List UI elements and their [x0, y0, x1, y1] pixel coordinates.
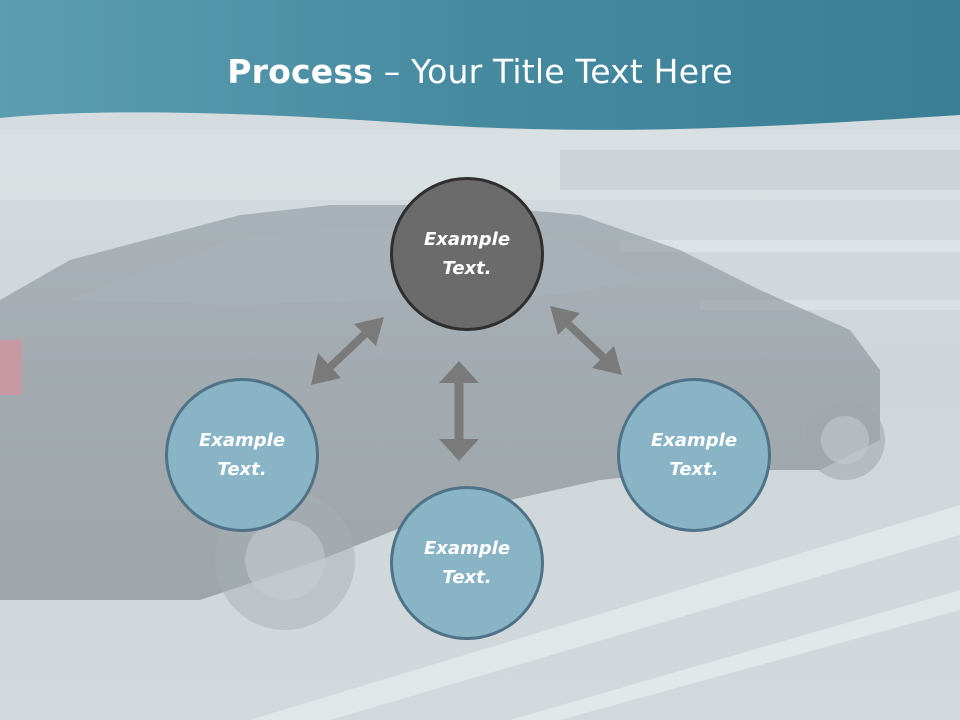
node-right-line2: Text. [669, 459, 719, 480]
node-bottom-line2: Text. [442, 567, 492, 588]
node-right: Example Text. [617, 378, 771, 532]
node-bottom: Example Text. [390, 486, 544, 640]
node-left: Example Text. [165, 378, 319, 532]
title-rest: – Your Title Text Here [373, 52, 733, 91]
arrow-center-bottom [439, 361, 479, 461]
node-right-line1: Example [650, 430, 738, 451]
node-left-line1: Example [198, 430, 286, 451]
node-center-line2: Text. [442, 258, 492, 279]
slide-title: Process – Your Title Text Here [0, 52, 960, 91]
node-center: Example Text. [390, 177, 544, 331]
node-left-line2: Text. [217, 459, 267, 480]
arrow-center-right [550, 306, 622, 375]
node-center-line1: Example [423, 229, 511, 250]
title-bold: Process [227, 52, 374, 91]
node-bottom-line1: Example [423, 538, 511, 559]
arrow-center-left [311, 317, 384, 385]
